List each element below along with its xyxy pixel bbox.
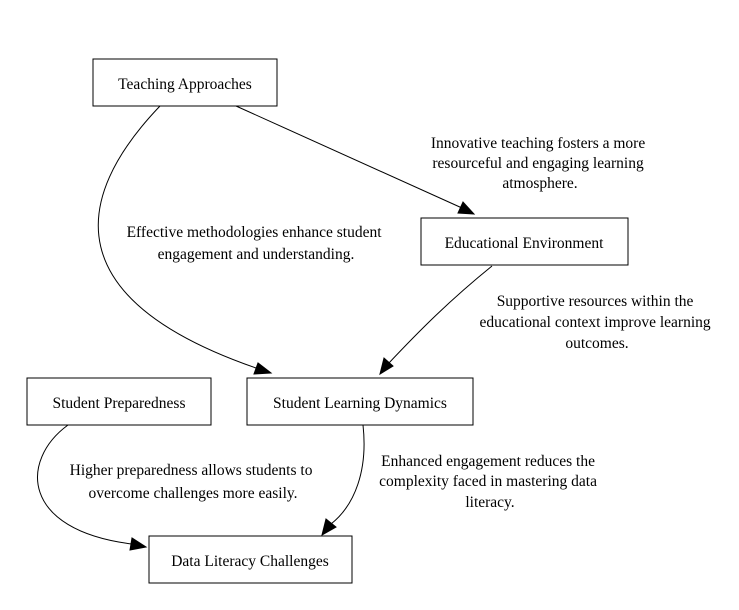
arrow-head	[457, 201, 476, 215]
edge-label-line: outcomes.	[565, 335, 628, 352]
edge-preparedness-to-challenges: Higher preparedness allows students to o…	[37, 424, 317, 551]
node-box	[420, 217, 629, 266]
edge-label-line: overcome challenges more easily.	[88, 485, 297, 502]
edge-label-line: Higher preparedness allows students to	[70, 462, 313, 479]
node-box	[148, 535, 353, 584]
node-box	[246, 377, 474, 426]
edge-line	[330, 424, 365, 525]
node-label: Data Literacy Challenges	[171, 553, 329, 570]
arrow-head	[379, 357, 394, 376]
edge-teaching-to-dynamics: Effective methodologies enhance student …	[97, 105, 386, 375]
edge-label-line: Effective methodologies enhance student	[127, 224, 383, 241]
edge-label-line: Innovative teaching fosters a more	[431, 135, 645, 152]
edge-label-line: engagement and understanding.	[158, 246, 355, 263]
edge-label: Supportive resources within the educatio…	[480, 293, 715, 352]
edge-teaching-to-environment: Innovative teaching fosters a more resou…	[235, 105, 649, 215]
edge-line	[387, 265, 493, 365]
edge-label: Effective methodologies enhance student …	[127, 224, 386, 263]
node-label: Student Learning Dynamics	[273, 395, 447, 412]
edge-line	[37, 424, 133, 545]
node-box	[26, 377, 212, 426]
edge-line	[235, 105, 463, 209]
edge-label-line: complexity faced in mastering data	[379, 473, 597, 490]
node-data-literacy-challenges: Data Literacy Challenges	[148, 535, 353, 584]
node-label: Student Preparedness	[52, 395, 185, 412]
edge-environment-to-dynamics: Supportive resources within the educatio…	[379, 265, 715, 376]
node-student-learning-dynamics: Student Learning Dynamics	[246, 377, 474, 426]
node-teaching-approaches: Teaching Approaches	[92, 58, 278, 107]
edge-label-line: resourceful and engaging learning	[432, 155, 644, 172]
edge-label-line: Supportive resources within the	[497, 293, 694, 310]
node-label: Teaching Approaches	[118, 76, 252, 93]
node-student-preparedness: Student Preparedness	[26, 377, 212, 426]
arrow-head	[253, 362, 273, 375]
arrow-head	[321, 518, 337, 537]
edge-label: Innovative teaching fosters a more resou…	[431, 135, 649, 192]
edge-label-line: literacy.	[465, 494, 514, 511]
edge-dynamics-to-challenges: Enhanced engagement reduces the complexi…	[321, 424, 601, 537]
edge-label-line: educational context improve learning	[480, 314, 711, 331]
edge-label-line: Enhanced engagement reduces the	[381, 453, 595, 470]
edge-label: Higher preparedness allows students to o…	[70, 462, 317, 502]
edge-label-line: atmosphere.	[502, 175, 577, 192]
edge-line	[97, 105, 257, 369]
arrow-head	[129, 537, 148, 551]
node-label: Educational Environment	[445, 235, 605, 252]
node-box	[92, 58, 278, 107]
node-educational-environment: Educational Environment	[420, 217, 629, 266]
edge-label: Enhanced engagement reduces the complexi…	[379, 453, 601, 511]
